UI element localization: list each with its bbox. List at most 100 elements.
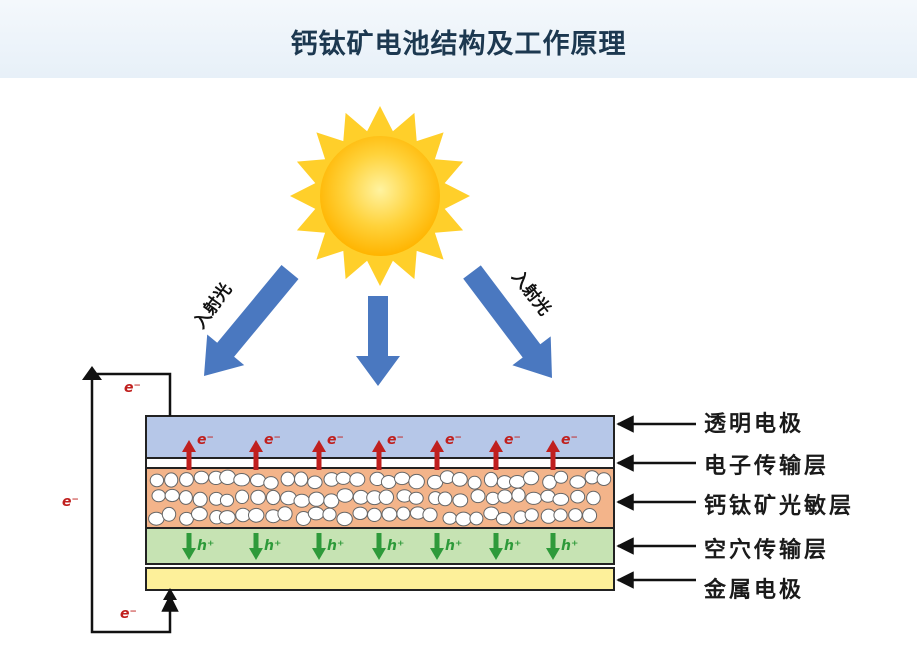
incident-light-arrow-right <box>463 265 552 378</box>
perovskite-particle <box>179 472 194 487</box>
perovskite-particle <box>525 491 543 505</box>
perovskite-particle <box>442 511 458 525</box>
perovskite-particle <box>408 491 424 505</box>
perovskite-particle <box>570 489 586 504</box>
hole-down-arrow <box>430 533 444 560</box>
perovskite-particle <box>250 473 266 488</box>
perovskite-particle <box>422 507 438 523</box>
electron-up-arrow <box>430 440 444 470</box>
diagram-title: 钙钛矿电池结构及工作原理 <box>290 29 627 60</box>
layer-label-metal-electrode: 金属电极 <box>704 577 805 603</box>
electron-up-arrow <box>372 440 386 470</box>
hole-label: h⁺ <box>327 538 345 554</box>
hole-down-arrow <box>182 533 196 560</box>
perovskite-particle <box>219 493 235 507</box>
perovskite-particle <box>352 506 368 520</box>
incident-light-arrow-left <box>204 265 299 376</box>
perovskite-particle <box>485 491 500 506</box>
perovskite-particle <box>381 507 398 522</box>
perovskite-particle <box>307 475 323 490</box>
perovskite-particle <box>235 489 250 504</box>
hole-label: h⁺ <box>504 538 522 554</box>
electron-up-arrow <box>546 440 560 470</box>
external-circuit <box>82 366 179 634</box>
perovskite-particle <box>191 506 208 522</box>
sun-icon <box>290 106 470 286</box>
perovskite-particle <box>367 507 382 523</box>
perovskite-particle <box>161 506 177 522</box>
perovskite-particle <box>524 508 539 522</box>
perovskite-particle <box>219 469 237 485</box>
electron-up-arrow <box>312 440 326 470</box>
perovskite-particle <box>335 471 351 485</box>
metal-electrode-layer <box>145 567 615 591</box>
hole-down-arrow <box>372 533 386 560</box>
perovskite-particle <box>467 475 482 490</box>
perovskite-particle <box>582 508 598 523</box>
perovskite-particle <box>552 492 570 506</box>
perovskite-particle <box>322 507 337 522</box>
electron-label: e⁻ <box>561 432 578 448</box>
layer-label-hole-transport: 空穴传输层 <box>704 537 830 563</box>
perovskite-particle <box>495 512 512 526</box>
perovskite-particle <box>569 475 587 489</box>
perovskite-particle <box>250 489 266 505</box>
perovskite-particle <box>509 475 526 489</box>
perovskite-particle <box>596 472 612 487</box>
layer-label-electron-transport: 电子传输层 <box>704 453 830 479</box>
perovskite-particle <box>164 472 179 488</box>
perovskite-particle <box>455 511 472 527</box>
perovskite-particle <box>378 489 394 505</box>
electron-up-arrow <box>489 440 503 470</box>
perovskite-particle <box>396 506 411 521</box>
electron-arrows <box>182 440 560 470</box>
perovskite-particle <box>263 476 279 490</box>
perovskite-particle <box>568 508 583 522</box>
electron-label: e⁻ <box>264 432 281 448</box>
perovskite-particle <box>542 474 557 490</box>
perovskite-particle <box>497 489 513 504</box>
hole-label: h⁺ <box>445 538 463 554</box>
circuit-electron-top: e⁻ <box>124 380 141 396</box>
perovskite-particle <box>483 506 500 521</box>
perovskite-particle <box>584 470 600 485</box>
perovskite-particle <box>151 489 166 503</box>
perovskite-particle <box>336 488 354 503</box>
perovskite-particle <box>149 473 165 488</box>
layer-label-perovskite: 钙钛矿光敏层 <box>704 493 855 519</box>
electron-label: e⁻ <box>327 432 344 448</box>
perovskite-particle <box>380 475 397 489</box>
perovskite-particle <box>193 470 210 485</box>
hole-down-arrow <box>489 533 503 560</box>
perovskite-particle <box>553 470 569 484</box>
perovskite-particle <box>437 491 453 507</box>
perovskite-particle <box>294 471 309 487</box>
electron-up-arrow <box>249 440 263 470</box>
hole-label: h⁺ <box>561 538 579 554</box>
hole-label: h⁺ <box>197 538 215 554</box>
hole-arrows <box>182 533 560 560</box>
perovskite-particle <box>192 491 208 507</box>
perovskite-particle <box>293 493 311 508</box>
layer-label-transparent-electrode: 透明电极 <box>704 411 805 437</box>
perovskite-particle <box>511 487 526 503</box>
perovskite-particle <box>307 506 325 521</box>
perovskite-particle <box>323 493 340 509</box>
perovskite-particle <box>164 488 180 503</box>
perovskite-particle <box>523 470 540 486</box>
perovskite-particle <box>280 471 295 487</box>
electron-label: e⁻ <box>504 432 521 448</box>
hole-label: h⁺ <box>264 538 282 554</box>
electron-label: e⁻ <box>387 432 404 448</box>
title-banner <box>0 0 917 78</box>
perovskite-particle <box>470 489 486 504</box>
layer-pointer-arrows <box>616 415 696 589</box>
hole-down-arrow <box>546 533 560 560</box>
electron-label: e⁻ <box>445 432 462 448</box>
hole-down-arrow <box>312 533 326 560</box>
perovskite-particle <box>483 471 499 488</box>
perovskite-particle <box>233 473 251 487</box>
perovskite-particle <box>452 493 469 508</box>
perovskite-particles <box>148 469 612 527</box>
